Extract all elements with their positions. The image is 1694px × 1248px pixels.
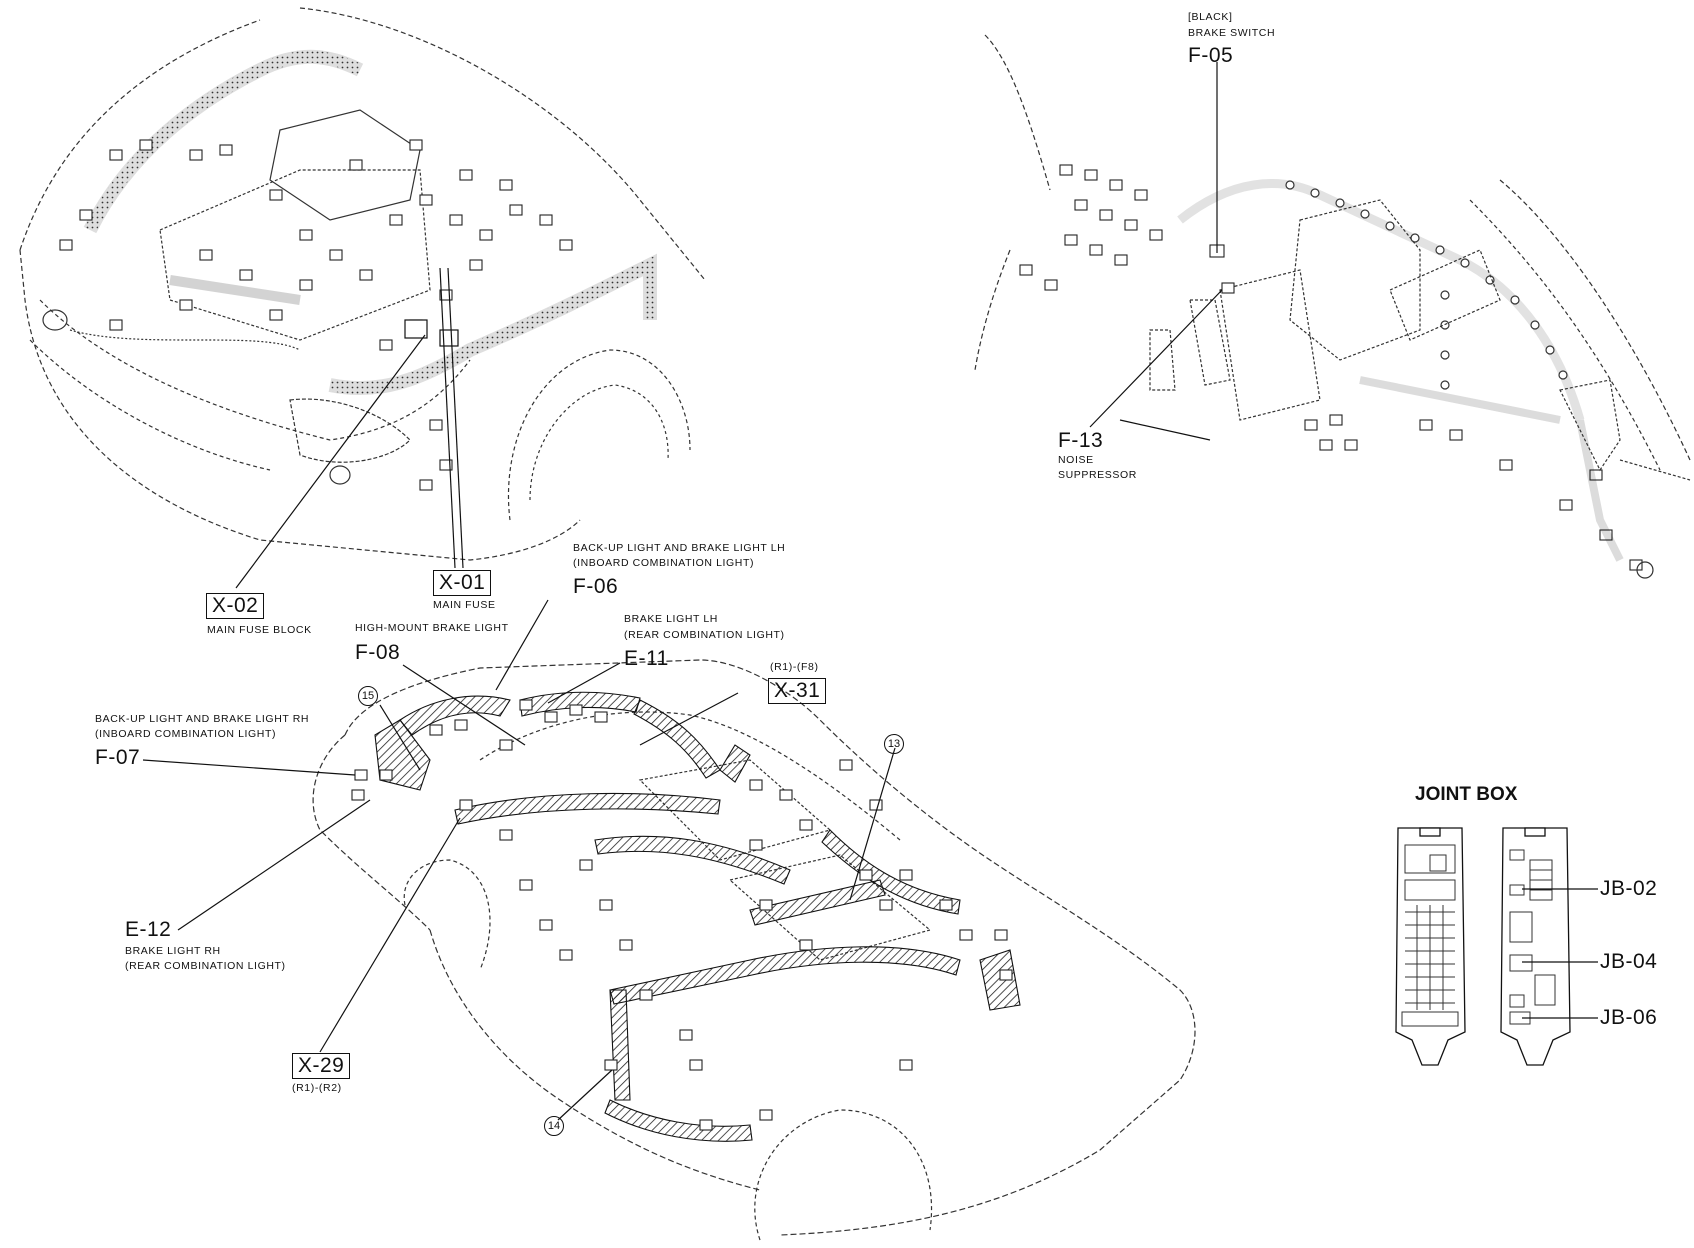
dashboard-view — [974, 34, 1691, 579]
joint-box-diagram — [1395, 827, 1598, 1066]
ground-point-14[interactable]: 14 — [544, 1116, 564, 1136]
rear-wheel — [403, 859, 491, 971]
connector-desc-f06-line1: BACK-UP LIGHT AND BRAKE LIGHT LH — [573, 542, 786, 554]
connector-code-f07[interactable]: F-07 — [95, 746, 141, 769]
connector-desc-f13-line2: SUPPRESSOR — [1058, 469, 1137, 481]
connector-desc-f06-line2: (INBOARD COMBINATION LIGHT) — [573, 557, 755, 569]
ground-point-15[interactable]: 15 — [358, 686, 378, 706]
connector-code-x02[interactable]: X-02 — [206, 593, 265, 619]
roof-harness-band — [454, 792, 721, 825]
connector-code-x31[interactable]: X-31 — [768, 678, 827, 704]
joint-box-title: JOINT BOX — [1415, 784, 1518, 805]
connector-desc-e12-line2: (REAR COMBINATION LIGHT) — [125, 960, 286, 972]
connector-desc-f07-line2: (INBOARD COMBINATION LIGHT) — [95, 728, 277, 740]
joint-box-jb02[interactable]: JB-02 — [1600, 877, 1658, 900]
connector-code-e11[interactable]: E-11 — [624, 647, 669, 670]
connector-note-x31: (R1)-(F8) — [770, 661, 819, 673]
engine-bay-body-outline — [19, 7, 706, 561]
dashboard-leaders — [1089, 62, 1223, 428]
engine-bay-view — [19, 7, 706, 561]
joint-box-jb04[interactable]: JB-04 — [1600, 950, 1658, 973]
connector-desc-f08: HIGH-MOUNT BRAKE LIGHT — [355, 622, 509, 634]
floor-harness-band — [609, 946, 961, 1005]
connector-desc-e11-line2: (REAR COMBINATION LIGHT) — [624, 629, 785, 641]
connector-desc-e12-line1: BRAKE LIGHT RH — [125, 945, 221, 957]
connector-code-x29[interactable]: X-29 — [292, 1053, 351, 1079]
connector-desc-f13-line1: NOISE — [1058, 454, 1094, 466]
connector-code-f08[interactable]: F-08 — [355, 641, 401, 664]
engine-block — [159, 169, 431, 341]
connector-desc-x01: MAIN FUSE — [433, 599, 496, 611]
joint-box-rear — [1500, 827, 1571, 1066]
connector-code-f06[interactable]: F-06 — [573, 575, 619, 598]
body-harness-leaders — [142, 599, 896, 1121]
connector-code-f13[interactable]: F-13 — [1058, 429, 1104, 452]
connector-code-x01[interactable]: X-01 — [433, 570, 492, 596]
connector-note-f05: [BLACK] — [1188, 11, 1233, 23]
front-wheel — [507, 349, 691, 521]
joint-box-jb06[interactable]: JB-06 — [1600, 1006, 1658, 1029]
ground-point-13[interactable]: 13 — [884, 734, 904, 754]
connector-code-e12[interactable]: E-12 — [125, 918, 172, 941]
connector-desc-e11-line1: BRAKE LIGHT LH — [624, 613, 718, 625]
engine-bay-leaders — [235, 267, 464, 589]
connector-note-x29: (R1)-(R2) — [292, 1082, 342, 1094]
connector-desc-f05: BRAKE SWITCH — [1188, 27, 1276, 39]
connector-code-f05[interactable]: F-05 — [1188, 44, 1234, 67]
body-outline — [344, 659, 1196, 1236]
brake-pedal — [1189, 299, 1231, 386]
connector-desc-f07-line1: BACK-UP LIGHT AND BRAKE LIGHT RH — [95, 713, 310, 725]
dashboard-body-outline — [974, 34, 1051, 371]
front-wheel-body — [754, 1109, 932, 1241]
body-harness-view — [312, 659, 1196, 1241]
connector-desc-x02: MAIN FUSE BLOCK — [207, 624, 312, 636]
